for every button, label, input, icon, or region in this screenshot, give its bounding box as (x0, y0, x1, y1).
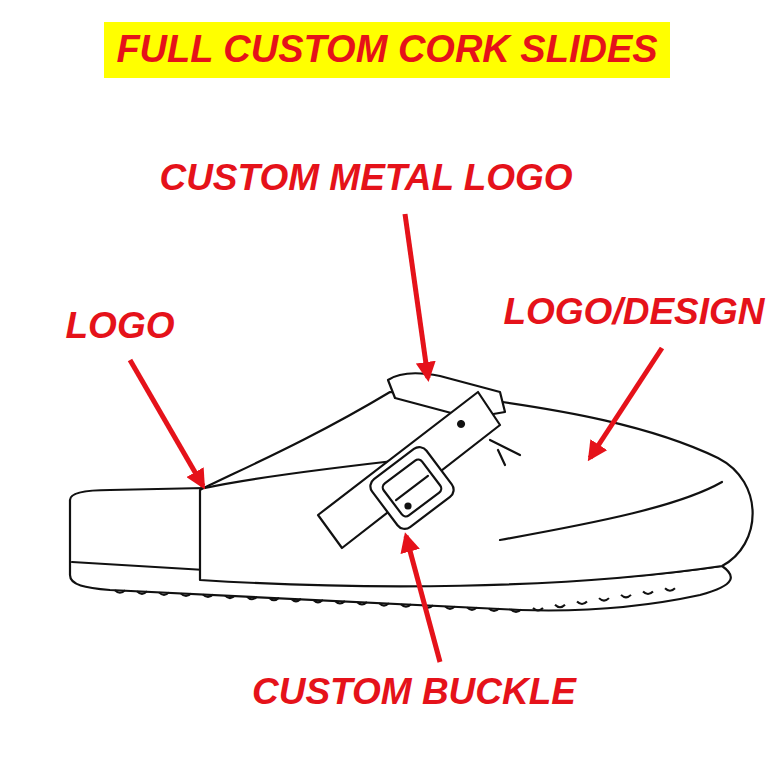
leader-arrow (406, 536, 440, 662)
strap (318, 392, 500, 548)
leader-arrow (405, 214, 428, 378)
strap-end (490, 440, 520, 465)
midsole-line (72, 562, 205, 570)
callout-label: CUSTOM METAL LOGO (159, 158, 572, 199)
buckle-frame (367, 444, 457, 533)
callout-label: CUSTOM BUCKLE (252, 672, 576, 713)
title: FULL CUSTOM CORK SLIDES (116, 29, 657, 71)
buckle-inner (381, 458, 443, 519)
upper (200, 392, 753, 586)
strap-hole (458, 421, 464, 427)
leader-arrow (590, 348, 662, 458)
stitch-line (500, 482, 722, 540)
tread (115, 588, 675, 612)
callout-label: LOGO (66, 306, 175, 347)
buckle-prong (396, 476, 428, 500)
rivet (406, 504, 411, 509)
callout-label: LOGO/DESIGN (503, 292, 764, 333)
leader-arrow (130, 360, 203, 486)
